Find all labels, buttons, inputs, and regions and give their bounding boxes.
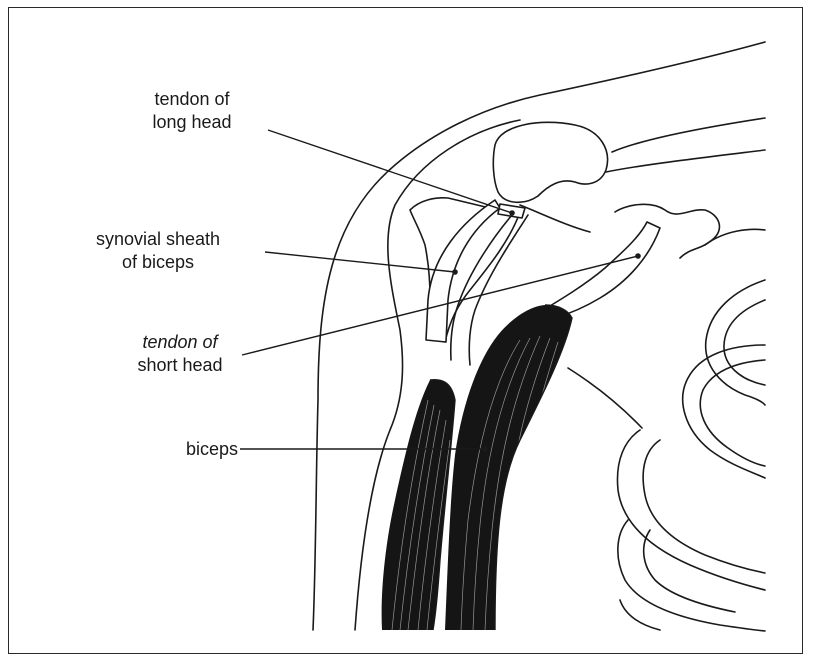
label-tendon-short-head-line2: short head (120, 354, 240, 377)
label-tendon-of-short-head: tendon of short head (120, 331, 240, 377)
rib-2 (683, 345, 765, 478)
label-tendon-long-head-line2: long head (122, 111, 262, 134)
label-synovial-sheath-line1: synovial sheath (58, 228, 258, 251)
acromion-outline (493, 122, 607, 202)
label-biceps: biceps (158, 438, 238, 461)
label-synovial-sheath-line2: of biceps (58, 251, 258, 274)
short-head-belly (445, 305, 572, 630)
leader-tendon-long-head (268, 130, 512, 213)
biceps-muscle (382, 305, 572, 630)
label-tendon-long-head-line1: tendon of (122, 88, 262, 111)
label-synovial-sheath: synovial sheath of biceps (58, 228, 258, 274)
rib-1-inner (724, 300, 765, 385)
pec-line (568, 368, 642, 428)
label-tendon-short-head-line1: tendon of (120, 331, 240, 354)
rib-4-inner (644, 530, 735, 612)
clavicle-lower (606, 150, 765, 172)
short-head-tendon (540, 222, 660, 318)
label-tendon-of-long-head: tendon of long head (122, 88, 262, 134)
rib-4 (618, 520, 765, 631)
clavicle-outline (612, 118, 765, 152)
label-biceps-text: biceps (158, 438, 238, 461)
rib-1 (706, 280, 765, 405)
humeral-head-inner (520, 205, 590, 232)
scapula-edge (705, 229, 765, 245)
long-head-belly (382, 380, 455, 630)
rib-3 (617, 430, 765, 590)
